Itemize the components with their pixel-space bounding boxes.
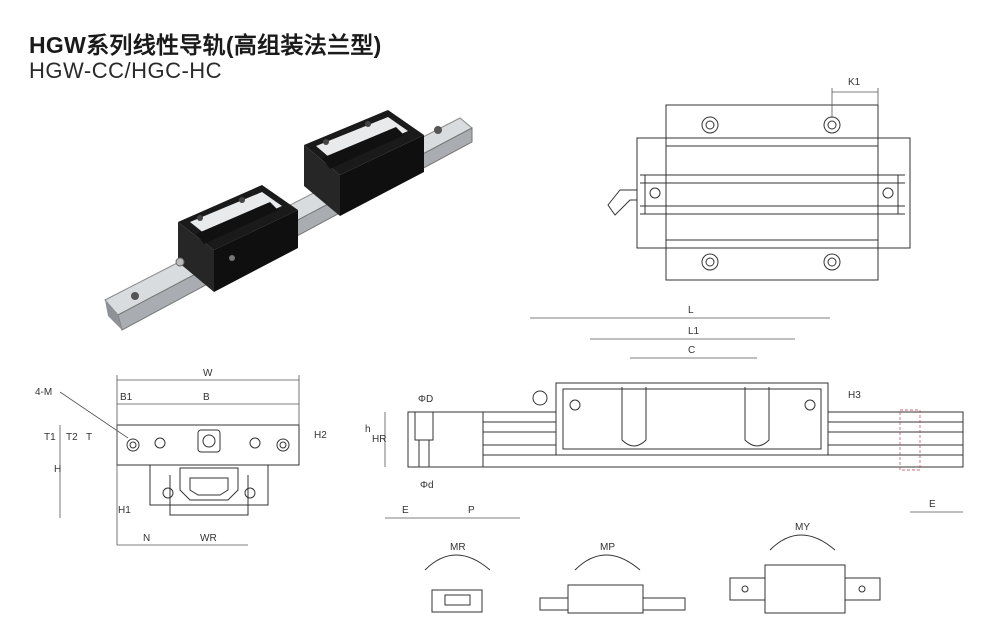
label-phi-D: ΦD <box>418 394 433 405</box>
label-l1: L1 <box>688 326 700 337</box>
label-n: N <box>143 533 150 544</box>
page-title: HGW系列线性导轨(高组装法兰型) <box>29 32 382 58</box>
side-view-drawing: HR h ΦD Φd E P L L1 C H3 E <box>365 305 964 519</box>
label-hr: HR <box>372 434 386 445</box>
label-my: MY <box>795 522 810 533</box>
label-t1: T1 <box>44 432 56 443</box>
label-mp: MP <box>600 542 615 553</box>
label-c: C <box>688 345 695 356</box>
label-h2: H2 <box>314 430 327 441</box>
label-e-left: E <box>402 505 409 516</box>
label-w: W <box>203 368 213 379</box>
page-subtitle: HGW-CC/HGC-HC <box>29 58 223 83</box>
label-h3: H3 <box>848 390 861 401</box>
label-phi-d: Φd <box>420 480 434 491</box>
front-view-drawing: W B B1 4-M H T1 T2 T H2 H1 N WR <box>35 368 327 546</box>
label-e-right: E <box>929 499 936 510</box>
label-wr: WR <box>200 533 217 544</box>
label-h1: H1 <box>118 505 131 516</box>
label-p: P <box>468 505 475 516</box>
label-h-small: h <box>365 424 371 435</box>
top-view-drawing: K1 <box>607 77 911 281</box>
label-b1: B1 <box>120 392 133 403</box>
label-h: H <box>54 464 61 475</box>
moment-diagram-my: MY <box>729 522 881 614</box>
label-t: T <box>86 432 92 443</box>
label-t2: T2 <box>66 432 78 443</box>
label-mr: MR <box>450 542 466 553</box>
label-4m: 4-M <box>35 387 52 398</box>
label-l: L <box>688 305 694 316</box>
label-k1: K1 <box>848 77 861 88</box>
moment-diagram-mp: MP <box>539 542 686 614</box>
label-b: B <box>203 392 210 403</box>
moment-diagram-mr: MR <box>424 542 491 613</box>
product-illustration <box>104 110 473 331</box>
